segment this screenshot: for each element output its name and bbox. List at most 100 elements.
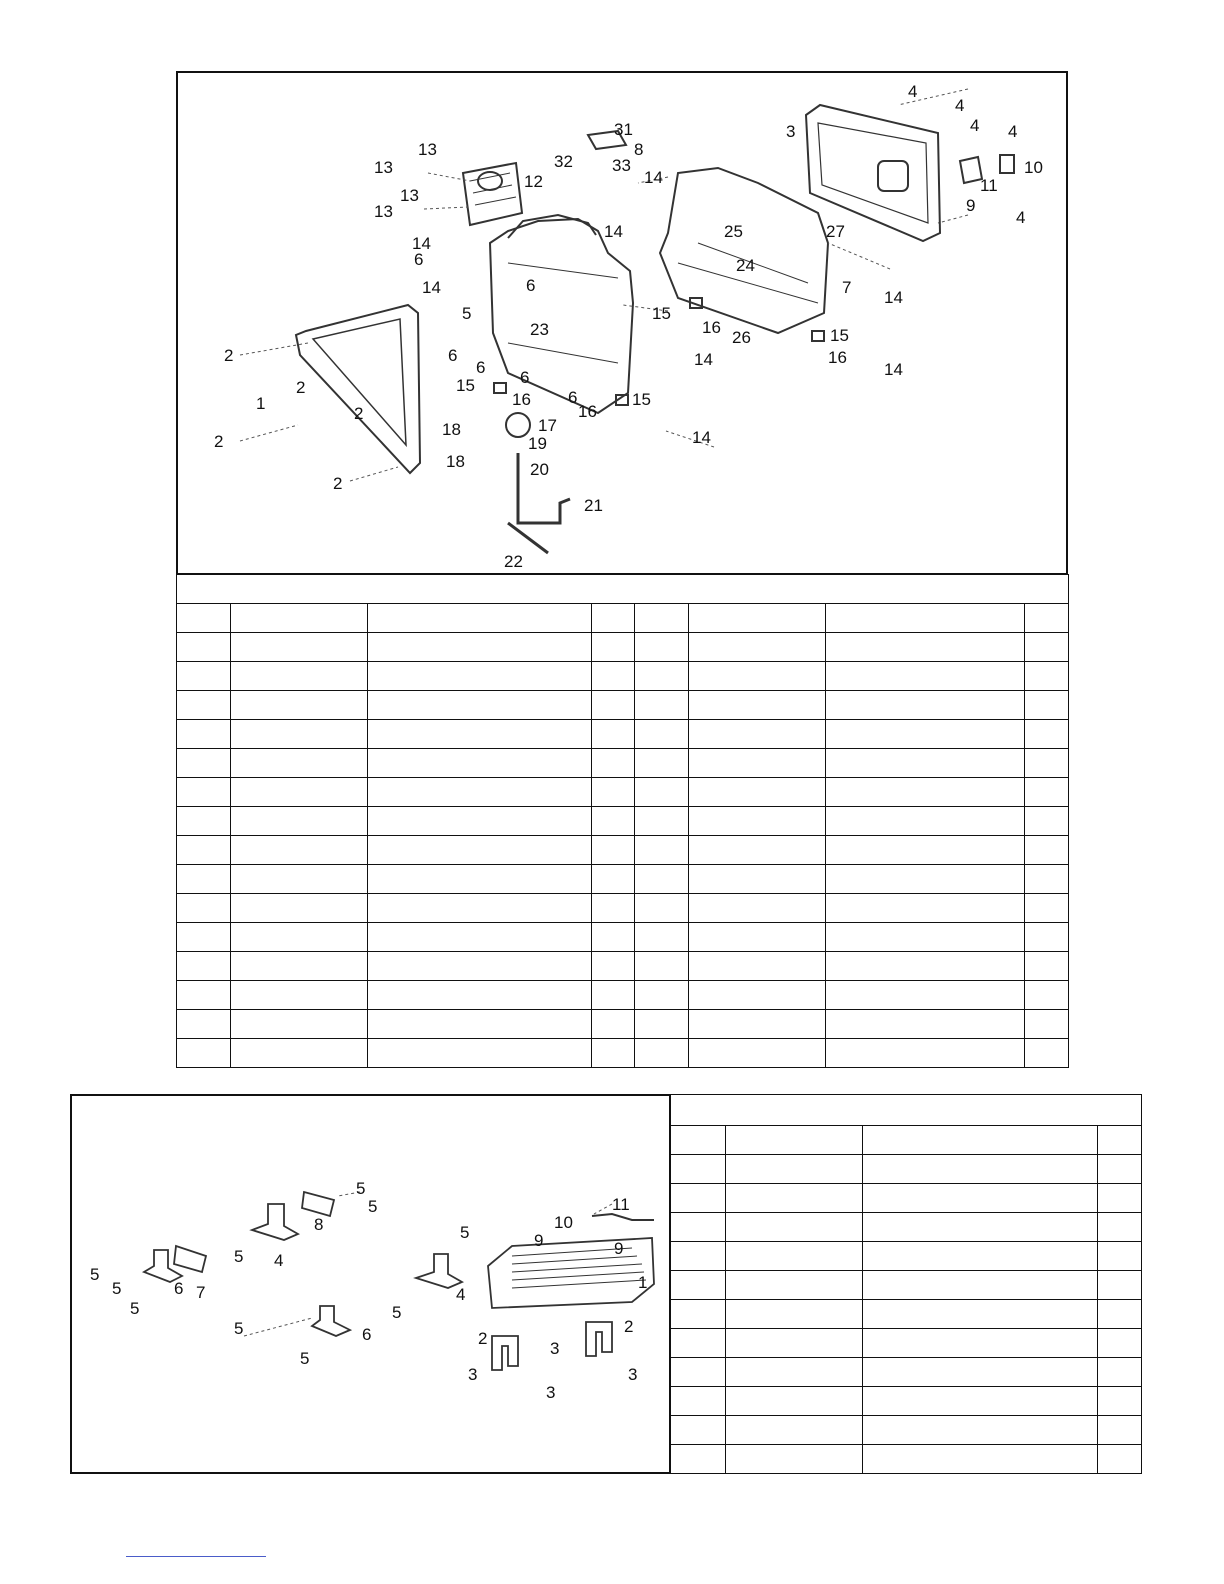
table-row: [176, 922, 1069, 952]
callout-5d: 5: [234, 1247, 243, 1266]
table-cell: [1024, 661, 1069, 691]
callout-4b: 4: [456, 1285, 465, 1304]
table-cell: [1024, 748, 1069, 778]
callout-27: 27: [826, 222, 845, 241]
table-cell: [688, 632, 826, 662]
table-row: [176, 603, 1069, 633]
callout-19: 19: [528, 434, 547, 453]
table-cell: [176, 806, 231, 836]
callout-20: 20: [530, 460, 549, 479]
callout-5b: 5: [112, 1279, 121, 1298]
table-cell: [825, 661, 1025, 691]
table-cell: [591, 603, 635, 633]
callout-14e: 14: [884, 288, 903, 307]
table-cell: [1097, 1183, 1142, 1213]
table-row: [176, 980, 1069, 1010]
table-cell: [176, 922, 231, 952]
callout-7: 7: [196, 1283, 205, 1302]
table-cell: [176, 748, 231, 778]
table-cell: [176, 719, 231, 749]
table-cell: [725, 1125, 863, 1155]
table-cell: [634, 951, 689, 981]
callout-4d: 4: [1008, 122, 1017, 141]
table-cell: [825, 719, 1025, 749]
callout-4: 4: [274, 1251, 283, 1270]
callout-14h: 14: [692, 428, 711, 447]
table-cell: [176, 690, 231, 720]
callout-2b: 2: [296, 378, 305, 397]
callout-5i: 5: [234, 1319, 243, 1338]
table-row: [176, 719, 1069, 749]
callout-1: 1: [256, 394, 265, 413]
table-cell: [230, 980, 368, 1010]
table-cell: [591, 777, 635, 807]
table-cell: [688, 1009, 826, 1039]
callout-7: 7: [842, 278, 851, 297]
table-cell: [367, 951, 592, 981]
table-cell: [1024, 1038, 1069, 1068]
callout-5: 5: [462, 304, 471, 323]
table-row: [176, 951, 1069, 981]
table-row: [670, 1183, 1142, 1213]
top-cover-plate: [586, 129, 628, 151]
table-cell: [725, 1444, 863, 1474]
table-cell: [1024, 690, 1069, 720]
callout-5f: 5: [368, 1197, 377, 1216]
table-row: [670, 1125, 1142, 1155]
table-cell: [367, 748, 592, 778]
table-title-row: [176, 574, 1069, 604]
table-cell: [862, 1328, 1098, 1358]
table-cell: [367, 632, 592, 662]
table-cell: [230, 719, 368, 749]
table-cell: [670, 1415, 726, 1445]
table-cell: [1097, 1125, 1142, 1155]
table-cell: [688, 980, 826, 1010]
table-cell: [862, 1444, 1098, 1474]
table-cell: [825, 777, 1025, 807]
table-row: [176, 835, 1069, 865]
table-row: [670, 1212, 1142, 1242]
callout-24: 24: [736, 256, 755, 275]
bracket-2-left: [491, 1335, 519, 1371]
table-cell: [1097, 1328, 1142, 1358]
table-row: [670, 1386, 1142, 1416]
callout-3: 3: [550, 1339, 559, 1358]
callout-25: 25: [724, 222, 743, 241]
callout-2: 2: [478, 1329, 487, 1348]
table-cell: [634, 661, 689, 691]
front-grille: [461, 161, 524, 227]
table-cell: [725, 1212, 863, 1242]
table-cell: [634, 690, 689, 720]
table-cell: [230, 777, 368, 807]
table-cell: [1097, 1357, 1142, 1387]
table-cell: [862, 1299, 1098, 1329]
table-cell: [725, 1270, 863, 1300]
table-row: [670, 1241, 1142, 1271]
table-cell: [230, 864, 368, 894]
table-cell: [367, 893, 592, 923]
table-cell: [670, 1154, 726, 1184]
table-cell: [1097, 1386, 1142, 1416]
table-cell: [670, 1183, 726, 1213]
table-row: [176, 661, 1069, 691]
table-cell: [670, 1125, 726, 1155]
table-cell: [1024, 603, 1069, 633]
table-cell: [825, 632, 1025, 662]
table-cell: [367, 835, 592, 865]
callout-14d: 14: [422, 278, 441, 297]
callout-8: 8: [634, 140, 643, 159]
callout-18b: 18: [446, 452, 465, 471]
plate-8: [301, 1190, 336, 1218]
table-cell: [367, 1009, 592, 1039]
table-cell: [862, 1154, 1098, 1184]
table-cell: [1097, 1212, 1142, 1242]
table-row: [176, 864, 1069, 894]
table-cell: [688, 835, 826, 865]
table-cell: [862, 1357, 1098, 1387]
callout-6d: 6: [476, 358, 485, 377]
table-cell: [688, 864, 826, 894]
callout-14b: 14: [412, 234, 431, 253]
table-cell: [825, 835, 1025, 865]
fuel-valve: [505, 412, 531, 438]
table-cell: [230, 632, 368, 662]
